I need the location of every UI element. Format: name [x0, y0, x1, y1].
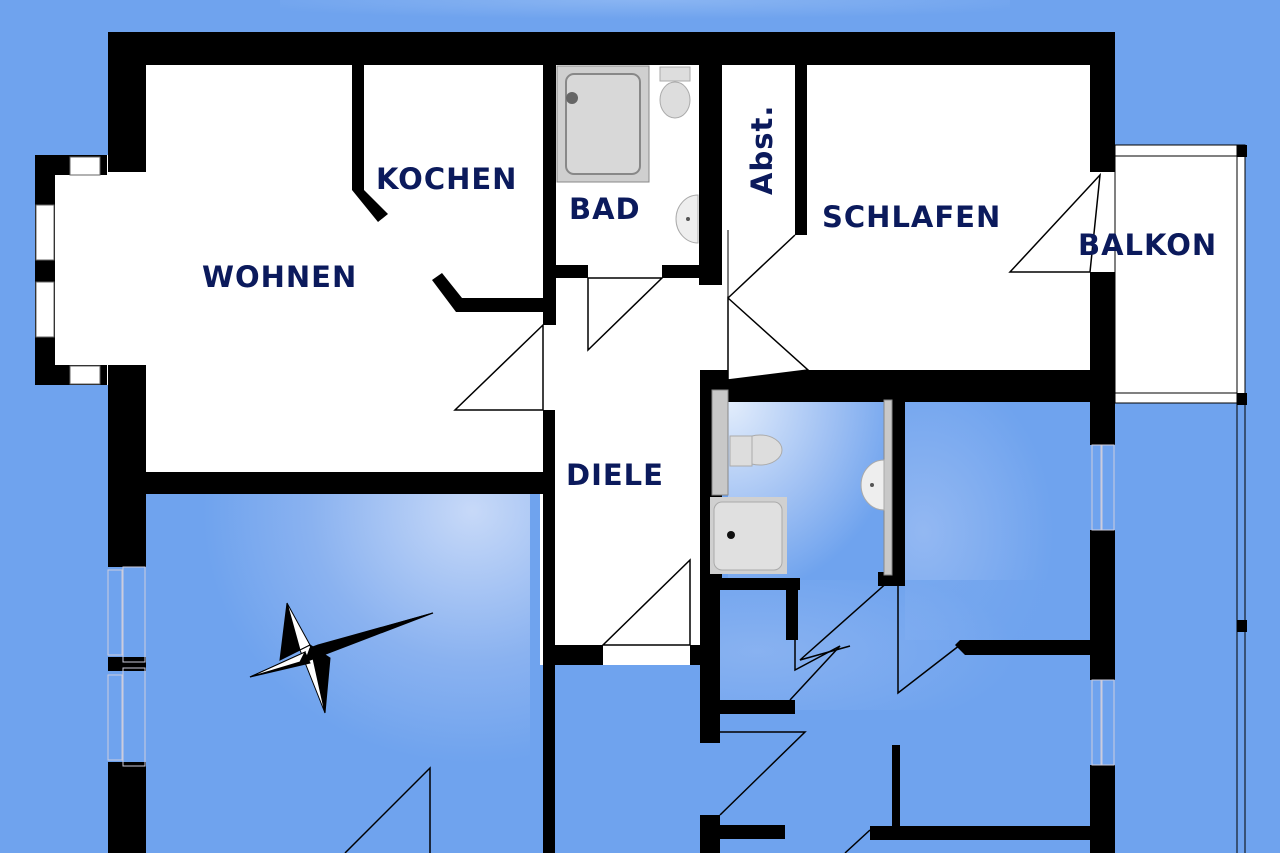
room-label-abst: Abst. — [745, 104, 779, 195]
compass-rose-icon — [249, 602, 434, 714]
washbasin-icon — [860, 459, 885, 511]
room-balkon — [1110, 145, 1245, 403]
top-glow — [280, 0, 1010, 32]
toilet-icon — [729, 434, 783, 467]
windows — [35, 156, 101, 385]
balcony-frame — [1114, 144, 1246, 853]
door-swings — [453, 172, 1101, 646]
room-label-balkon: BALKON — [1078, 228, 1218, 262]
room-label-bad: BAD — [569, 192, 641, 226]
toilet-icon — [659, 66, 691, 119]
shower-tray-icon — [710, 497, 787, 574]
room-label-wohnen: WOHNEN — [202, 260, 358, 294]
room-lower-left — [145, 493, 530, 853]
room-label-schlafen: SCHLAFEN — [822, 200, 1002, 234]
room-label-diele: DIELE — [566, 458, 664, 492]
room-label-kochen: KOCHEN — [376, 162, 518, 196]
washbasin-icon — [675, 194, 699, 244]
shower-tray-icon — [556, 65, 650, 183]
